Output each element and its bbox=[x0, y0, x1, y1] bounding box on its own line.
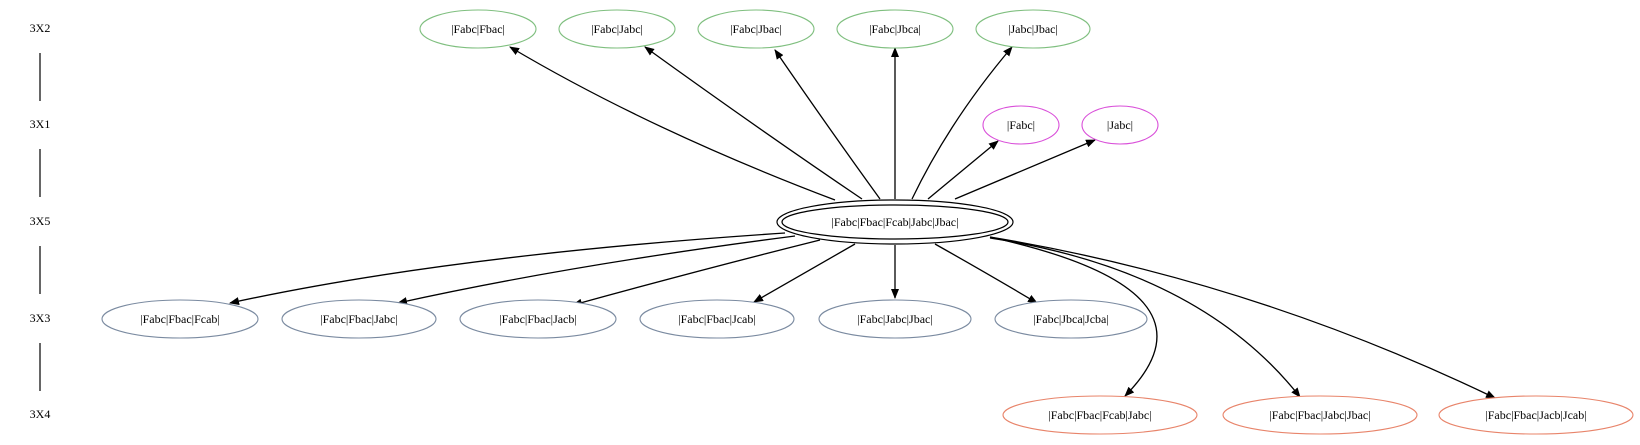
edge-c-to-g2 bbox=[644, 46, 863, 200]
edge-c-to-s3 bbox=[572, 239, 821, 307]
graph-node-s3: |Fabc|Fbac|Jacb| bbox=[459, 299, 617, 339]
node-label: |Fabc|Fbac|Jacb|Jcab| bbox=[1485, 408, 1586, 422]
node-label: |Fabc|Fbac|Jabc| bbox=[320, 312, 398, 326]
graph-node-s2: |Fabc|Fbac|Jabc| bbox=[281, 299, 437, 339]
nodes: |Fabc|Fbac|Fcab|Jabc|Jbac| |Fabc|Fbac| |Fa… bbox=[101, 9, 1634, 435]
graph-node-s5: |Fabc|Jabc|Jbac| bbox=[818, 299, 972, 339]
node-label: |Fabc|Fbac| bbox=[451, 22, 505, 36]
graph-node-m1: |Fabc| bbox=[982, 105, 1060, 145]
node-label: |Fabc|Jabc| bbox=[591, 22, 643, 36]
node-ellipse bbox=[101, 299, 259, 339]
graph-node-o2: |Fabc|Fbac|Jabc|Jbac| bbox=[1222, 395, 1418, 435]
node-ellipse bbox=[281, 299, 437, 339]
node-label: |Fabc|Fbac|Fcab| bbox=[140, 312, 220, 326]
graph-node-o1: |Fabc|Fbac|Fcab|Jabc| bbox=[1002, 395, 1198, 435]
graph-node-g3: |Fabc|Jbac| bbox=[697, 9, 815, 49]
edge-c-to-s1 bbox=[229, 232, 786, 305]
edge-c-to-s4 bbox=[753, 243, 856, 303]
rank-label: 3X5 bbox=[30, 214, 51, 228]
node-ellipse bbox=[558, 9, 676, 49]
node-ellipse bbox=[975, 9, 1091, 49]
graph-node-o3: |Fabc|Fbac|Jacb|Jcab| bbox=[1438, 395, 1634, 435]
rank-label: 3X3 bbox=[30, 311, 51, 325]
node-ellipse bbox=[818, 299, 972, 339]
node-ellipse bbox=[1222, 395, 1418, 435]
node-ellipse bbox=[994, 299, 1148, 339]
node-label: |Fabc|Fbac|Jacb| bbox=[499, 312, 577, 326]
node-label: |Fabc|Fbac|Jcab| bbox=[678, 312, 756, 326]
graph-node-s4: |Fabc|Fbac|Jcab| bbox=[639, 299, 795, 339]
node-ellipse bbox=[836, 9, 954, 49]
edge-c-to-g3 bbox=[774, 49, 881, 200]
node-ellipse bbox=[419, 9, 537, 49]
graph-node-s6: |Fabc|Jbca|Jcba| bbox=[994, 299, 1148, 339]
center-node-label: |Fabc|Fbac|Fcab|Jabc|Jbac| bbox=[831, 215, 958, 229]
rank-label: 3X4 bbox=[30, 407, 51, 421]
node-label: |Jabc|Jbac| bbox=[1008, 22, 1058, 36]
node-ellipse bbox=[1081, 105, 1159, 145]
node-label: |Jabc| bbox=[1107, 118, 1133, 132]
center-node-outer-ring bbox=[776, 199, 1014, 245]
node-label: |Fabc|Jbac| bbox=[730, 22, 782, 36]
graph-node-g2: |Fabc|Jabc| bbox=[558, 9, 676, 49]
node-ellipse bbox=[639, 299, 795, 339]
node-label: |Fabc|Jabc|Jbac| bbox=[857, 312, 933, 326]
rank-label: 3X1 bbox=[30, 117, 51, 131]
graph-node-g5: |Jabc|Jbac| bbox=[975, 9, 1091, 49]
edge-c-to-s2 bbox=[397, 235, 796, 305]
node-ellipse bbox=[459, 299, 617, 339]
edges bbox=[229, 46, 1496, 399]
node-ellipse bbox=[1002, 395, 1198, 435]
node-ellipse bbox=[1438, 395, 1634, 435]
rank-column: 3X2 3X1 3X5 3X3 3X4 bbox=[30, 21, 51, 421]
graph-node-m2: |Jabc| bbox=[1081, 105, 1159, 145]
graph-node-s1: |Fabc|Fbac|Fcab| bbox=[101, 299, 259, 339]
edge-c-to-g1 bbox=[509, 46, 836, 201]
edge-c-to-m1 bbox=[927, 140, 999, 200]
edge-c-to-o2 bbox=[989, 237, 1301, 398]
edge-c-to-o1 bbox=[989, 236, 1158, 397]
graph-node-g1: |Fabc|Fbac| bbox=[419, 9, 537, 49]
center-node-inner-ring bbox=[781, 204, 1009, 240]
edge-c-to-s6 bbox=[934, 243, 1038, 304]
node-ellipse bbox=[697, 9, 815, 49]
node-label: |Fabc|Fbac|Jabc|Jbac| bbox=[1269, 408, 1370, 422]
rank-label: 3X2 bbox=[30, 21, 51, 35]
center-node: |Fabc|Fbac|Fcab|Jabc|Jbac| bbox=[776, 199, 1014, 245]
graph-node-g4: |Fabc|Jbca| bbox=[836, 9, 954, 49]
node-label: |Fabc| bbox=[1007, 118, 1035, 132]
node-label: |Fabc|Fbac|Fcab|Jabc| bbox=[1048, 408, 1151, 422]
edge-c-to-m2 bbox=[954, 139, 1096, 200]
edge-c-to-g5 bbox=[911, 46, 1013, 200]
node-label: |Fabc|Jbca| bbox=[869, 22, 921, 36]
node-ellipse bbox=[982, 105, 1060, 145]
node-label: |Fabc|Jbca|Jcba| bbox=[1033, 312, 1109, 326]
edge-c-to-o3 bbox=[989, 236, 1496, 399]
